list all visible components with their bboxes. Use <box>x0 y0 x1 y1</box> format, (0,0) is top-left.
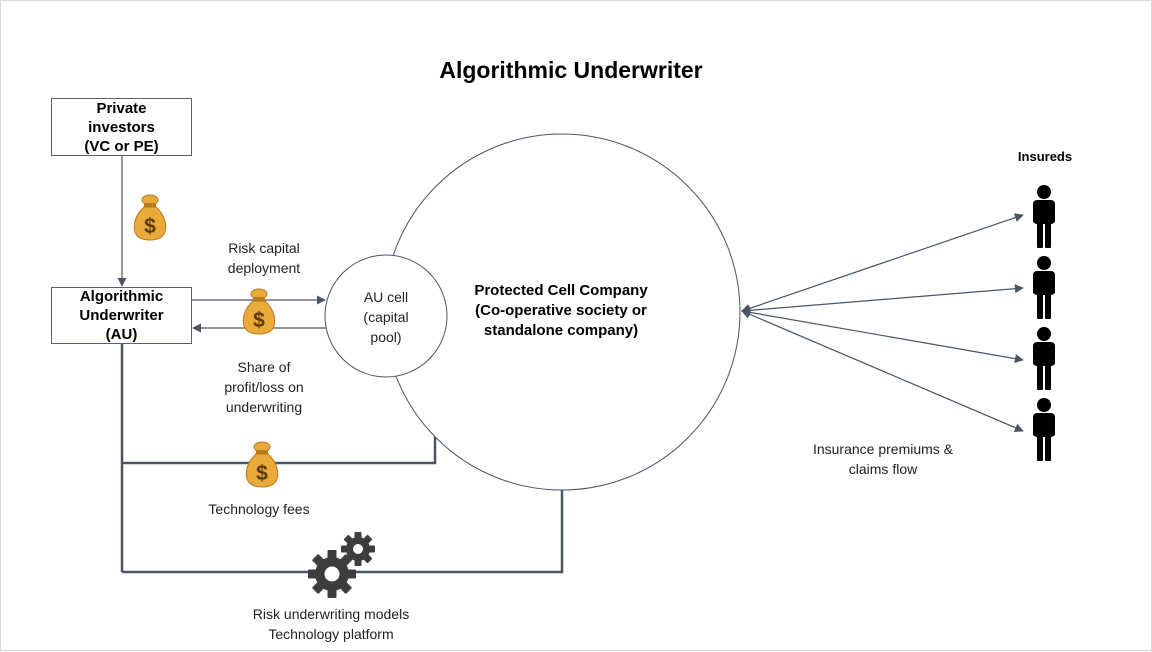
models-label-line: Technology platform <box>268 626 394 642</box>
au-cell-label-line: AU cell <box>363 289 409 305</box>
svg-text:$: $ <box>256 462 268 485</box>
pcc-label: Protected Cell Company (Co-operative soc… <box>446 281 676 341</box>
insured-arrow-2 <box>741 284 1024 315</box>
models-path-to-pcc <box>122 475 568 574</box>
insured-arrow-1 <box>741 213 1024 313</box>
models-label-line: Risk underwriting models <box>252 606 410 622</box>
pcc-label-line: Protected Cell Company <box>474 282 648 299</box>
models-label: Risk underwriting models Technology plat… <box>211 604 451 644</box>
au-label-line: Algorithmic <box>79 288 164 305</box>
premiums-label-line: Insurance premiums & <box>812 441 954 457</box>
premiums-label-line: claims flow <box>848 461 918 477</box>
person-icon <box>1033 398 1055 461</box>
money-bag-icon: $ <box>242 288 276 335</box>
share-profit-label-line: profit/loss on <box>224 379 304 395</box>
investors-label-line: investors <box>88 118 155 136</box>
au-cell-circle <box>324 254 448 378</box>
insured-arrow-4 <box>741 310 1024 432</box>
pcc-label-line: (Co-operative society or <box>475 302 647 319</box>
insured-arrow-3 <box>741 307 1024 364</box>
share-profit-label: Share of profit/loss on underwriting <box>194 357 334 417</box>
risk-capital-label-line: Risk capital <box>228 240 300 256</box>
diagram-title: Algorithmic Underwriter <box>439 57 703 83</box>
au-cell-label-line: pool) <box>370 329 402 345</box>
risk-capital-label: Risk capital deployment <box>194 238 334 278</box>
share-profit-label-line: Share of <box>237 359 291 375</box>
gears-icon <box>308 532 375 598</box>
au-box: Algorithmic Underwriter (AU) <box>51 287 192 344</box>
share-profit-label-line: underwriting <box>225 399 303 415</box>
technology-fees-path <box>122 428 437 465</box>
insureds-label: Insureds <box>1017 149 1073 164</box>
premiums-label: Insurance premiums & claims flow <box>783 439 983 479</box>
technology-fees-label: Technology fees <box>208 501 310 517</box>
money-bag-icon: $ <box>245 441 279 488</box>
money-bag-icon: $ <box>133 194 167 241</box>
au-label-line: (AU) <box>105 326 138 343</box>
svg-text:$: $ <box>253 309 265 332</box>
person-icon <box>1033 327 1055 390</box>
risk-capital-label-line: deployment <box>227 260 301 276</box>
au-label-line: Underwriter <box>79 307 164 324</box>
investors-box: Private investors (VC or PE) <box>51 98 192 156</box>
svg-text:$: $ <box>144 215 156 238</box>
investors-label-line: (VC or PE) <box>84 137 159 155</box>
person-icon <box>1033 256 1055 319</box>
investors-label-line: Private <box>96 99 147 117</box>
au-cell-label: AU cell (capital pool) <box>341 287 431 347</box>
au-cell-label-line: (capital <box>363 309 409 325</box>
pcc-label-line: standalone company) <box>483 322 639 339</box>
person-icon <box>1033 185 1055 248</box>
